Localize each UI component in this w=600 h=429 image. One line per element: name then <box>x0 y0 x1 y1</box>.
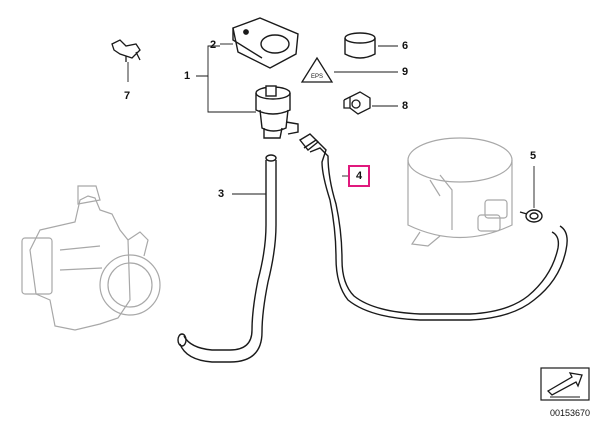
part-3-hose <box>177 154 277 363</box>
callout-9: 9 <box>402 66 409 78</box>
callout-6: 6 <box>402 40 409 52</box>
eps-badge-text: EPS <box>311 74 323 80</box>
part-4-hose <box>298 133 568 321</box>
callout-7: 7 <box>124 90 131 102</box>
callout-2: 2 <box>210 39 217 51</box>
callout-3: 3 <box>218 188 225 200</box>
part-8-fitting <box>343 91 371 115</box>
next-page-arrow-icon[interactable] <box>540 367 590 401</box>
diagram-id: 00153670 <box>549 408 590 418</box>
part-7-clip <box>111 39 141 62</box>
part-6-cap <box>344 32 376 59</box>
part-2-mounting-ring <box>232 17 299 69</box>
throttle-body-faded <box>21 185 161 331</box>
part-5-clamp <box>519 209 543 223</box>
callout-1: 1 <box>184 70 191 82</box>
callout-5: 5 <box>530 150 537 162</box>
part-9-eps-badge: EPS <box>300 56 334 83</box>
part-1-valve <box>255 85 299 139</box>
callout-8: 8 <box>402 100 409 112</box>
leader-lines <box>127 43 535 208</box>
canister-faded <box>407 137 513 247</box>
callout-4-highlighted[interactable]: 4 <box>348 165 370 187</box>
